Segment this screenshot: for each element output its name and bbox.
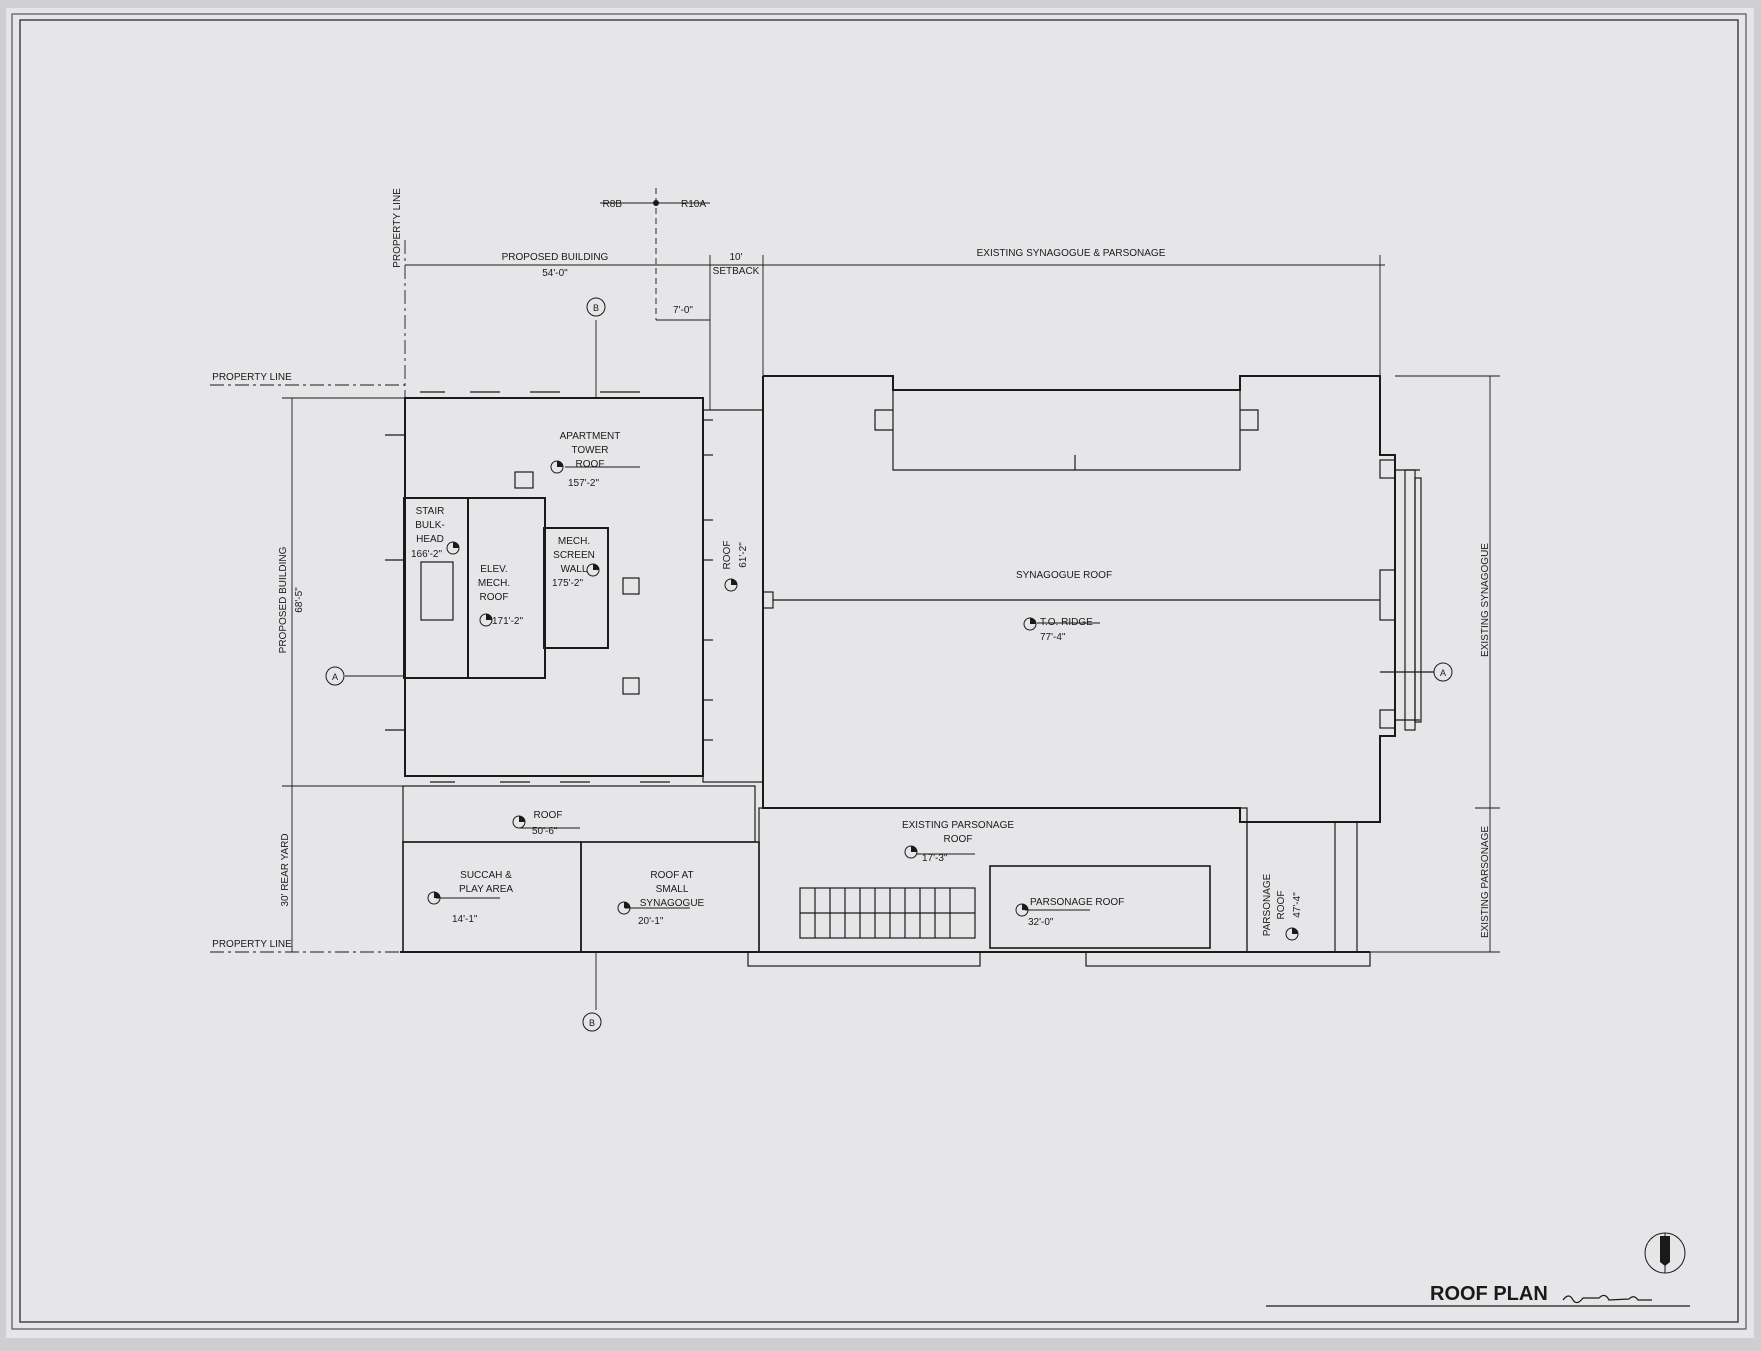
rear-yard-label: 30' REAR YARD (280, 833, 291, 906)
rear-roof-label: ROOF (534, 810, 563, 821)
section-b-bottom-label: B (589, 1018, 595, 1028)
stair-opening (420, 561, 454, 621)
tower-label-1: APARTMENT (560, 431, 621, 442)
succah-elev: 14'-1" (452, 914, 478, 925)
exist-pars-label-1: EXISTING PARSONAGE (902, 820, 1014, 831)
elev-marker-pars (1015, 903, 1029, 917)
section-markers: A A B B (325, 200, 1453, 1032)
elev-label-3: ROOF (480, 592, 509, 603)
section-b-bottom-marker (582, 1012, 602, 1032)
elev-label-1: ELEV. (480, 564, 507, 575)
stair-label-1: STAIR (416, 506, 445, 517)
section-b-top-label: B (593, 303, 599, 313)
tower-label-3: ROOF (576, 459, 605, 470)
title-signature (1562, 1294, 1652, 1304)
mech-screen-wall (543, 527, 609, 649)
synagogue-roof-label: SYNAGOGUE ROOF (1016, 570, 1112, 581)
offset-dim: 7'-0" (673, 305, 693, 316)
drawing-title: ROOF PLAN (1430, 1283, 1548, 1305)
property-line-bottom-label: PROPERTY LINE (212, 939, 292, 950)
mech-label-3: WALL (561, 564, 588, 575)
elev-label-2: MECH. (478, 578, 510, 589)
top-existing-label: EXISTING SYNAGOGUE & PARSONAGE (977, 248, 1166, 259)
zoning-left-label: R8B (603, 199, 623, 210)
elev-marker-mech (586, 563, 600, 577)
small-syn-label-3: SYNAGOGUE (640, 898, 705, 909)
elev-marker-elev (479, 613, 493, 627)
elev-marker-rear (512, 815, 526, 829)
tower-elev: 157'-2" (568, 478, 599, 489)
north-arrow (1644, 1232, 1686, 1274)
outer-border (11, 13, 1747, 1330)
pars-roof-label: PARSONAGE ROOF (1030, 897, 1124, 908)
existing-parsonage-dim-label: EXISTING PARSONAGE (1480, 826, 1491, 938)
elev-marker-connector (724, 578, 738, 592)
mech-label-2: SCREEN (553, 550, 595, 561)
section-a-right-marker (1433, 662, 1453, 682)
inner-border (19, 19, 1739, 1323)
pars-roof-elev: 32'-0" (1028, 917, 1054, 928)
elev-marker-small-syn (617, 901, 631, 915)
stair-elev: 166'-2" (411, 549, 442, 560)
top-proposed-building-label: PROPOSED BUILDING (502, 252, 609, 263)
top-proposed-building-dim: 54'-0" (542, 268, 568, 279)
connector-roof-label: ROOF (722, 541, 733, 570)
property-line-left-label: PROPERTY LINE (212, 372, 292, 383)
exist-pars-label-2: ROOF (944, 834, 973, 845)
zoning-point (653, 200, 659, 206)
section-a-right-label: A (1440, 668, 1446, 678)
elev-marker-stair (446, 541, 460, 555)
section-b-top-marker (586, 297, 606, 317)
side-proposed-building-label: PROPOSED BUILDING (278, 546, 289, 653)
ridge-label: T.O. RIDGE (1040, 617, 1093, 628)
tower-label-2: TOWER (571, 445, 608, 456)
property-line-top-label: PROPERTY LINE (392, 188, 403, 268)
elev-marker-succah (427, 891, 441, 905)
succah-label-1: SUCCAH & (460, 870, 512, 881)
side-proposed-building-dim: 68'-5" (294, 587, 305, 613)
elev-marker-exist-pars (904, 845, 918, 859)
paper (6, 8, 1754, 1338)
elev-marker-ridge (1023, 617, 1037, 631)
labels: R8B R10A PROPERTY LINE PROPERTY LINE PRO… (212, 188, 1652, 1305)
mech-elev: 175'-2" (552, 578, 583, 589)
stair-label-3: HEAD (416, 534, 444, 545)
small-syn-label-1: ROOF AT (650, 870, 693, 881)
exist-pars-elev: 17'-3" (922, 853, 948, 864)
connector-roof-elev: 61'-2" (738, 542, 749, 568)
stair-label-2: BULK- (415, 520, 444, 531)
setback-label: SETBACK (713, 266, 760, 277)
elevation-markers (427, 460, 1299, 941)
elev-marker-pars-vert (1285, 927, 1299, 941)
zoning-right-label: R10A (681, 199, 706, 210)
section-a-left-marker (325, 666, 345, 686)
elev-marker-tower (550, 460, 564, 474)
existing-synagogue-dim-label: EXISTING SYNAGOGUE (1480, 543, 1491, 657)
small-syn-elev: 20'-1" (638, 916, 664, 927)
setback-dim: 10' (729, 252, 742, 263)
pars-vert-elev: 47'-4" (1292, 892, 1303, 918)
stair-treads (799, 887, 976, 939)
parsonage-roof-box (989, 865, 1211, 949)
pars-vert-label-2: ROOF (1276, 891, 1287, 920)
dimension-lines (210, 188, 1690, 1307)
elev-elev: 171'-2" (492, 616, 523, 627)
building-outlines (385, 375, 1450, 967)
synagogue-outline (762, 375, 1396, 823)
rear-roof-elev: 50'-6" (532, 826, 558, 837)
small-syn-label-2: SMALL (656, 884, 689, 895)
section-a-left-label: A (332, 672, 338, 682)
pars-vert-label-1: PARSONAGE (1262, 873, 1273, 936)
ridge-elev: 77'-4" (1040, 632, 1066, 643)
mech-label-1: MECH. (558, 536, 590, 547)
succah-label-2: PLAY AREA (459, 884, 513, 895)
